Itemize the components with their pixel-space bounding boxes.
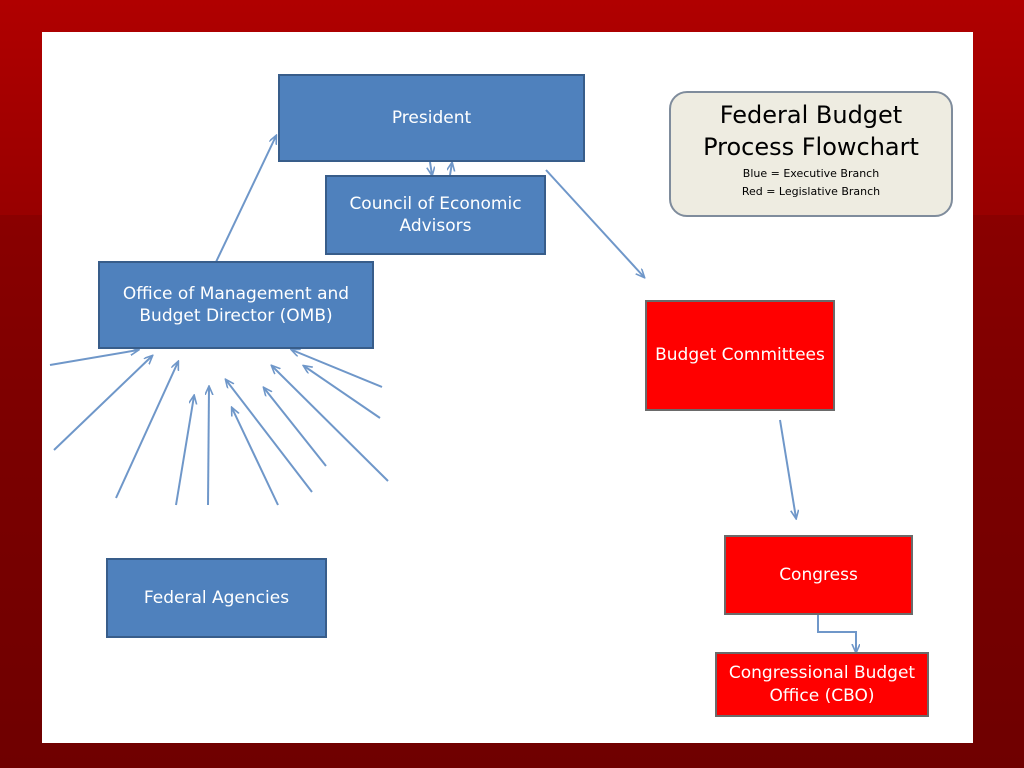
omb-node: Office of Management and Budget Director… xyxy=(98,261,374,349)
arrow-budget-committees-to-congress xyxy=(779,419,796,518)
federal-agencies-node: Federal Agencies xyxy=(106,558,327,638)
flowchart-canvas: President Council of Economic Advisors O… xyxy=(42,32,973,743)
arrow-agency-to-omb xyxy=(49,350,138,366)
council-of-economic-advisors-node: Council of Economic Advisors xyxy=(325,175,546,255)
arrow-president-to-budget-committees xyxy=(545,169,644,277)
arrow-agency-to-omb xyxy=(264,388,327,467)
arrow-omb-to-president xyxy=(215,136,276,263)
congress-node: Congress xyxy=(724,535,913,615)
president-node: President xyxy=(278,74,585,162)
arrow-agency-to-omb xyxy=(272,366,389,482)
arrow-council-to-president xyxy=(450,163,452,176)
arrow-agency-to-omb xyxy=(304,366,381,419)
arrow-agency-to-omb xyxy=(208,387,209,506)
arrow-agency-to-omb xyxy=(53,356,152,451)
arrow-agency-to-omb xyxy=(115,362,178,499)
arrow-agency-to-omb xyxy=(292,350,383,388)
legend-title: Federal Budget Process Flowchart xyxy=(703,101,919,162)
legend-executive-key: Blue = Executive Branch xyxy=(742,166,880,180)
arrow-agency-to-omb xyxy=(175,396,194,506)
cbo-node: Congressional Budget Office (CBO) xyxy=(715,652,929,717)
budget-committees-node: Budget Committees xyxy=(645,300,835,411)
arrow-agency-to-omb xyxy=(226,380,313,493)
arrow-congress-to-cbo xyxy=(817,615,856,652)
arrow-agency-to-omb xyxy=(232,408,279,506)
arrow-president-to-council xyxy=(430,161,432,175)
flowchart-legend: Federal Budget Process Flowchart Blue = … xyxy=(669,91,953,217)
legend-legislative-key: Red = Legislative Branch xyxy=(741,184,881,198)
